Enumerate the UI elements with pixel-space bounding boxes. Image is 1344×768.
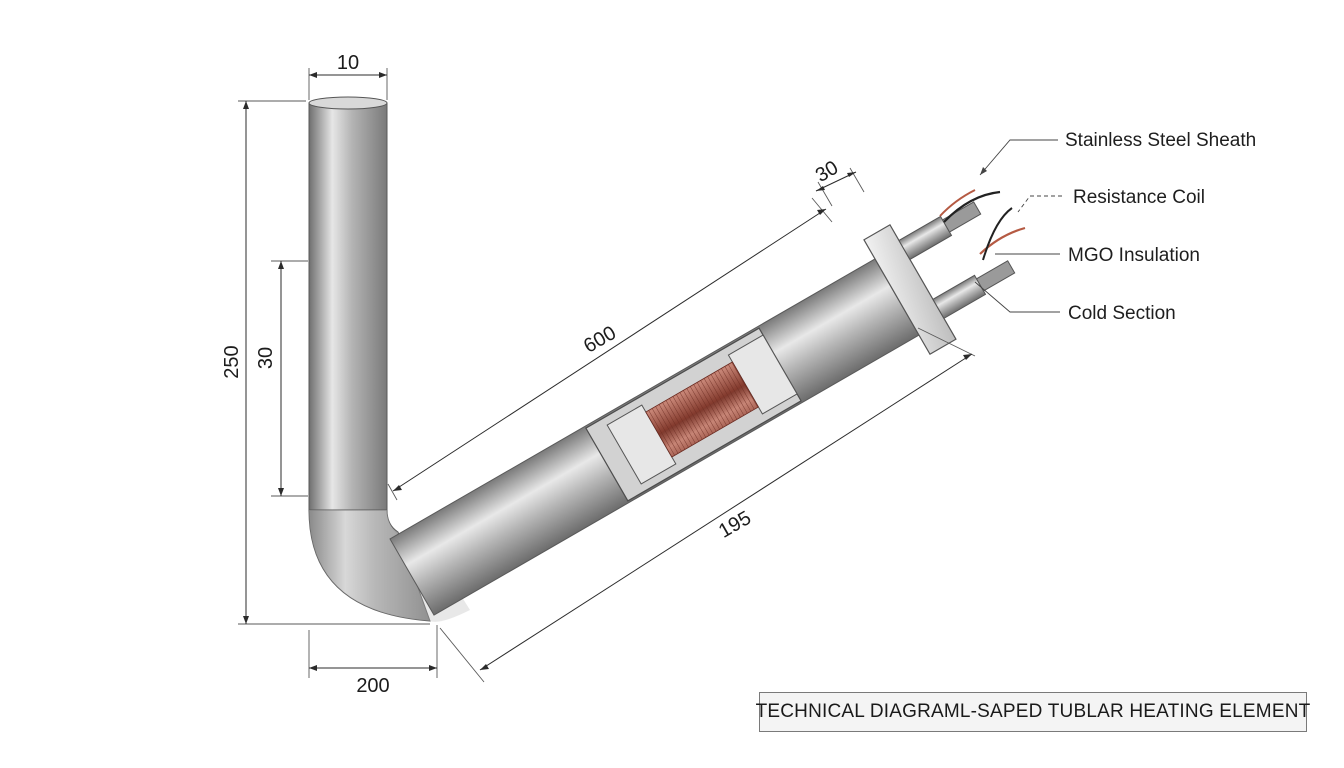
dimension-bottom-width: 200 bbox=[308, 625, 438, 697]
dim-label-10: 10 bbox=[337, 52, 359, 74]
dim-label-250: 250 bbox=[221, 345, 243, 378]
resistance-coil bbox=[645, 361, 759, 458]
dim-label-30-flange: 30 bbox=[812, 157, 842, 187]
cutaway-window bbox=[585, 327, 802, 502]
callout-label: Stainless Steel Sheath bbox=[1065, 130, 1256, 151]
dimension-height: 250 bbox=[221, 100, 430, 625]
diagram-title-box: TECHNICAL DIAGRAML-SAPED TUBLAR HEATING … bbox=[756, 692, 1310, 732]
dimension-inner-vertical: 30 bbox=[255, 260, 308, 497]
dimension-top-width: 10 bbox=[308, 52, 388, 100]
callout-mgo-insulation: MGO Insulation bbox=[995, 245, 1200, 266]
callout-resistance-coil: Resistance Coil bbox=[1017, 187, 1205, 213]
terminal-pins bbox=[898, 201, 1016, 320]
dim-label-600: 600 bbox=[580, 322, 620, 358]
callout-label: Cold Section bbox=[1068, 303, 1176, 324]
tube-diagonal-leg bbox=[389, 201, 1016, 616]
callout-stainless-steel-sheath: Stainless Steel Sheath bbox=[979, 130, 1256, 176]
diagram-title: TECHNICAL DIAGRAML-SAPED TUBLAR HEATING … bbox=[755, 701, 1311, 722]
callout-label: MGO Insulation bbox=[1068, 245, 1200, 266]
dim-label-195: 195 bbox=[715, 507, 755, 543]
flange bbox=[863, 224, 957, 355]
dimension-flange-width: 30 bbox=[812, 157, 865, 207]
lead-wires bbox=[939, 189, 1026, 261]
dim-label-30-vertical: 30 bbox=[255, 347, 277, 369]
callout-cold-section: Cold Section bbox=[974, 281, 1176, 324]
callout-label: Resistance Coil bbox=[1073, 187, 1205, 208]
tube-sheath bbox=[308, 96, 470, 622]
dim-label-200: 200 bbox=[356, 675, 389, 697]
